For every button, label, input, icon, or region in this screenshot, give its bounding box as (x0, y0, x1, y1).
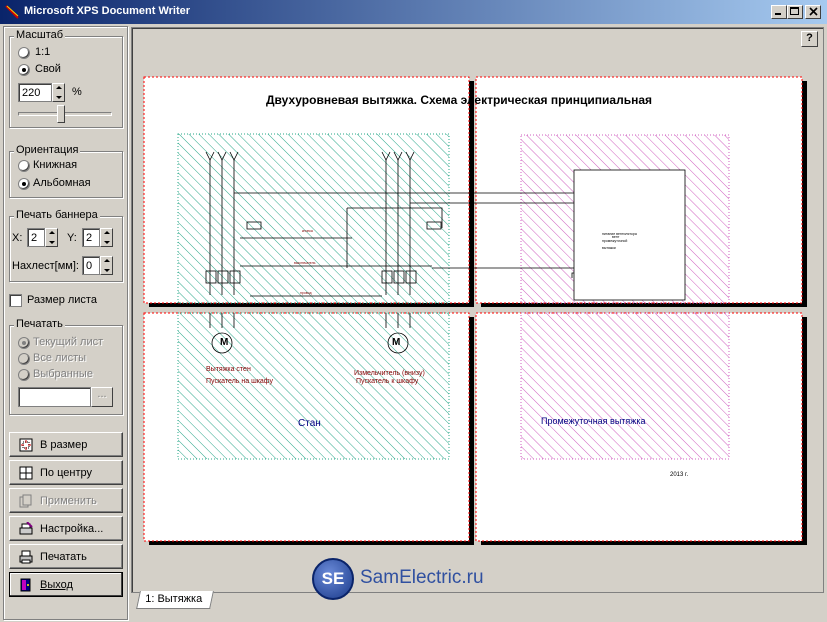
watermark-text: SamElectric.ru (360, 567, 484, 588)
print-current-radio[interactable] (18, 337, 30, 349)
minimize-button[interactable] (771, 5, 787, 19)
zone-stan-lower (177, 312, 450, 460)
sheet-size-label: Размер листа (27, 294, 97, 306)
tab-page-1[interactable]: 1: Вытяжка (136, 591, 214, 609)
banner-y-input[interactable]: 2 (82, 228, 100, 247)
fit-icon (19, 438, 33, 452)
document-preview: кнопка выключатель провод вент питание вен… (143, 76, 807, 545)
caption-left-1: Вытяжка стен (206, 366, 251, 373)
schematic-tiny-labels: кнопка выключатель провод вент (294, 229, 620, 295)
svg-text:кнопка: кнопка (302, 229, 313, 233)
title-bar (0, 0, 827, 24)
setup-label: Настройка... (40, 523, 104, 535)
print-group-label: Печатать (14, 318, 65, 330)
print-pages-input[interactable] (18, 387, 91, 407)
banner-x-spin[interactable] (45, 228, 58, 247)
caption-mid-1: Измельчитель (внизу) (354, 370, 425, 377)
fit-button[interactable]: В размер (9, 432, 123, 457)
svg-text:выключатель: выключатель (294, 261, 316, 265)
exit-button[interactable]: Выход (9, 572, 123, 597)
maximize-button[interactable] (787, 5, 803, 19)
svg-text:провод: провод (300, 291, 312, 295)
banner-x-input[interactable]: 2 (27, 228, 45, 247)
banner-overlap-label: Нахлест[мм]: (12, 260, 79, 272)
apply-icon (19, 494, 32, 508)
banner-y-label: Y: (67, 232, 77, 244)
schematic-tiny-labels-right: питание вентилятора промежуточной вытяжк… (602, 232, 637, 250)
banner-group-label: Печать баннера (14, 209, 100, 221)
banner-overlap-spin[interactable] (100, 256, 113, 275)
caption-left-2: Пускатель на шкафу (206, 378, 273, 385)
setup-icon (19, 522, 33, 535)
scale-custom-radio[interactable] (18, 64, 30, 76)
center-icon (19, 466, 33, 480)
print-label: Печатать (40, 551, 87, 563)
svg-text:вытяжки: вытяжки (602, 246, 616, 250)
print-browse-button[interactable]: ... (91, 387, 113, 407)
apply-label: Применить (40, 495, 97, 507)
center-label: По центру (40, 467, 92, 479)
print-current-label: Текущий лист (33, 336, 104, 348)
exit-door-icon (20, 578, 31, 592)
fit-label: В размер (40, 439, 88, 451)
print-all-radio[interactable] (18, 353, 30, 365)
scale-value-input[interactable]: 220 (18, 83, 52, 102)
sheet-size-checkbox[interactable] (9, 294, 22, 307)
banner-overlap-input[interactable]: 0 (82, 256, 100, 275)
help-button[interactable]: ? (801, 31, 818, 47)
scale-custom-label: Свой (35, 63, 61, 75)
print-selected-label: Выбранные (33, 368, 93, 380)
banner-x-label: X: (12, 232, 23, 244)
banner-y-spin[interactable] (100, 228, 113, 247)
exit-label: Выход (40, 579, 73, 591)
print-all-label: Все листы (33, 352, 87, 364)
scale-group (9, 36, 123, 128)
scale-slider-thumb[interactable] (56, 105, 65, 123)
scale-group-label: Масштаб (14, 29, 66, 41)
print-selected-radio[interactable] (18, 369, 30, 381)
orientation-portrait-label: Книжная (33, 159, 78, 171)
scale-spin-button[interactable] (52, 83, 65, 102)
zone-stan-label: Стан (298, 418, 321, 429)
scale-1to1-radio[interactable] (18, 47, 30, 59)
scale-1to1-label: 1:1 (35, 46, 51, 58)
apply-button[interactable]: Применить (9, 488, 123, 513)
svg-text:вент: вент (612, 235, 620, 239)
printer-icon (19, 550, 33, 564)
orientation-landscape-radio[interactable] (18, 178, 30, 190)
app-icon (5, 5, 19, 19)
print-button[interactable]: Печатать (9, 544, 123, 569)
caption-mid-2: Пускатель к шкафу (356, 378, 419, 385)
samelectric-logo: SE (312, 558, 354, 600)
drawing-year: 2013 г. (670, 472, 689, 478)
center-button[interactable]: По центру (9, 460, 123, 485)
left-panel (3, 26, 128, 620)
print-group (9, 325, 123, 415)
orientation-group-label: Ориентация (14, 144, 81, 156)
zone-mid-lower (520, 312, 730, 460)
zone-mid-label: Промежуточная вытяжка (541, 416, 646, 426)
orientation-landscape-label: Альбомная (33, 177, 91, 189)
zone-stan-upper (177, 133, 450, 304)
drawing-title: Двухуровневая вытяжка. Схема электрическ… (266, 93, 653, 107)
motor-right-label: M (392, 337, 401, 348)
close-button[interactable] (805, 5, 821, 19)
scale-unit-label: % (72, 86, 82, 98)
svg-text:питание вентилятора: питание вентилятора (602, 232, 637, 236)
setup-button[interactable]: Настройка... (9, 516, 123, 541)
scale-slider-track (18, 112, 112, 116)
motor-left-label: M (220, 337, 229, 348)
schematic-lines (205, 151, 686, 354)
orientation-portrait-radio[interactable] (18, 160, 30, 172)
window-title: Microsoft XPS Document Writer (24, 5, 191, 17)
svg-text:промежуточной: промежуточной (602, 239, 627, 243)
